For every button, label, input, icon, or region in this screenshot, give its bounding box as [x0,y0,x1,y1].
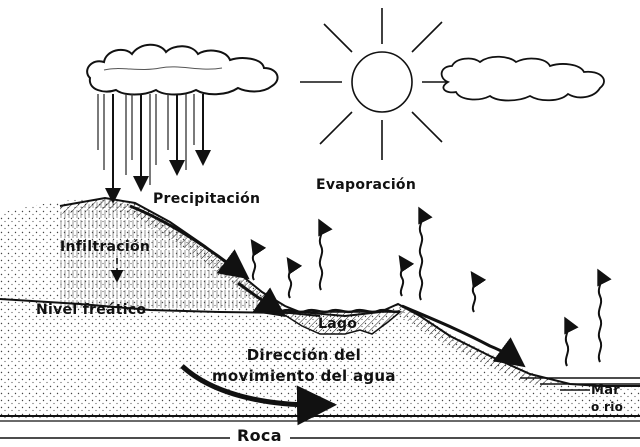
precipitation-arrows [105,94,211,204]
sun [300,8,465,160]
ground [0,196,640,420]
rain-lines [97,94,195,185]
infiltration-label: Infiltración [60,239,151,255]
cloud-right [440,55,605,102]
flow-direction-line2: movimiento del agua [212,367,396,385]
flow-direction-label: Dirección del movimiento del agua [212,345,396,387]
evaporation-label: Evaporación [316,177,417,193]
rock-label: Roca [237,426,282,445]
precipitation-label: Precipitación [153,191,261,207]
rock-layer [0,415,640,439]
runoff-arrows [129,204,526,368]
lake-label: Lago [318,316,358,332]
flow-direction-arrow [180,364,337,426]
rain-cloud [86,43,279,96]
sea-label: Mar [591,383,621,398]
flow-direction-line1: Dirección del [246,346,362,364]
lake [277,308,403,335]
or-river-label: o rio [591,400,624,414]
sea [520,377,640,391]
water-table-label: Nivel freático [36,302,147,318]
water-table-line [0,298,321,317]
evaporation-arrows [250,206,612,367]
